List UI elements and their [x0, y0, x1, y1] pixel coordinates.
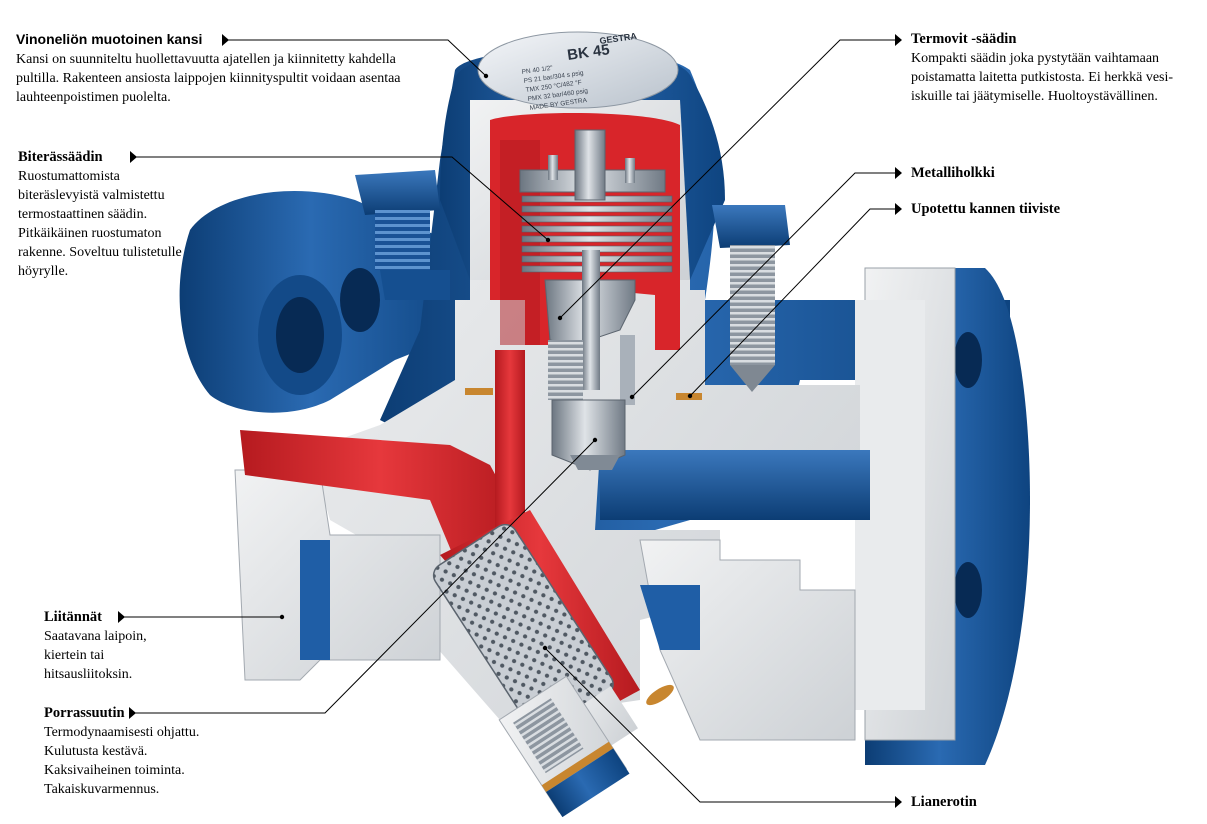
callout-cover-body: Kansi on suunniteltu huollettavuutta aja… — [16, 52, 401, 105]
callout-bimetal: Biterässäädin Ruostumattomista biteräsle… — [18, 148, 228, 281]
leader-lines — [118, 39, 895, 803]
bimetal-plate — [521, 235, 673, 243]
callout-nozzle-body: Termodynaamisesti ohjattu. Kulutusta kes… — [44, 725, 200, 797]
callout-connections: Liitännät Saatavana laipoin, kiertein ta… — [44, 608, 214, 684]
callout-connections-title: Liitännät — [44, 609, 103, 625]
cover-bolt-right — [712, 205, 790, 392]
thermovit-regulator — [544, 250, 636, 471]
leader-bimetal — [130, 156, 549, 241]
arrow-connections — [118, 611, 125, 623]
callout-strainer: Lianerotin — [911, 793, 1061, 812]
nameplate-line: PN 40 1/2" — [521, 65, 554, 76]
nameplate: GESTRA BK 45 PN 40 1/2"PS 21 bar/304 s p… — [477, 31, 679, 112]
callout-thermovit-body: Kompakti säädin joka pystytään vaihtamaa… — [911, 51, 1174, 104]
bimetal-plate — [521, 225, 673, 233]
arrow-nozzle — [129, 707, 136, 719]
callout-nozzle-title: Porrassuutin — [44, 705, 125, 721]
bimetal-plate — [521, 215, 673, 223]
callout-thermovit: Termovit -säädin Kompakti säädin joka py… — [911, 30, 1201, 106]
arrow-sleeve — [895, 167, 902, 179]
outlet-channel — [600, 450, 870, 520]
callout-bimetal-title: Biterässäädin — [18, 149, 103, 165]
callout-sleeve-title: Metalliholkki — [911, 165, 995, 181]
arrow-bimetal — [130, 151, 137, 163]
callout-sleeve: Metalliholkki — [911, 164, 1111, 183]
arrow-gasket — [895, 203, 902, 215]
callout-connections-body: Saatavana laipoin, kiertein tai hitsausl… — [44, 629, 147, 682]
outlet-flange — [855, 267, 1030, 765]
leader-cover — [222, 39, 487, 77]
callout-strainer-title: Lianerotin — [911, 794, 977, 810]
bimetal-plate — [521, 205, 673, 213]
leader-endpoints — [279, 73, 693, 651]
callout-cover: Vinoneliön muotoinen kansi Kansi on suun… — [16, 30, 436, 107]
cover-bolt-left — [355, 170, 450, 300]
nameplate-model: BK 45 — [566, 41, 610, 64]
callout-cover-title: Vinoneliön muotoinen kansi — [16, 31, 203, 47]
strainer-plug — [498, 675, 674, 818]
leader-arrowheads — [118, 34, 902, 808]
leader-strainer — [544, 647, 895, 803]
callout-bimetal-body: Ruostumattomista biteräslevyistä valmist… — [18, 169, 182, 279]
callout-gasket-title: Upotettu kannen tiiviste — [911, 201, 1061, 217]
callout-thermovit-title: Termovit -säädin — [911, 31, 1017, 47]
callout-nozzle: Porrassuutin Termodynaamisesti ohjattu. … — [44, 704, 244, 799]
arrow-cover — [222, 34, 229, 46]
leader-gasket — [689, 208, 895, 397]
leader-nozzle — [129, 439, 596, 714]
callout-gasket: Upotettu kannen tiiviste — [911, 200, 1151, 219]
arrow-strainer — [895, 796, 902, 808]
arrow-thermovit — [895, 34, 902, 46]
leader-thermovit — [559, 39, 895, 319]
leader-sleeve — [631, 172, 895, 398]
